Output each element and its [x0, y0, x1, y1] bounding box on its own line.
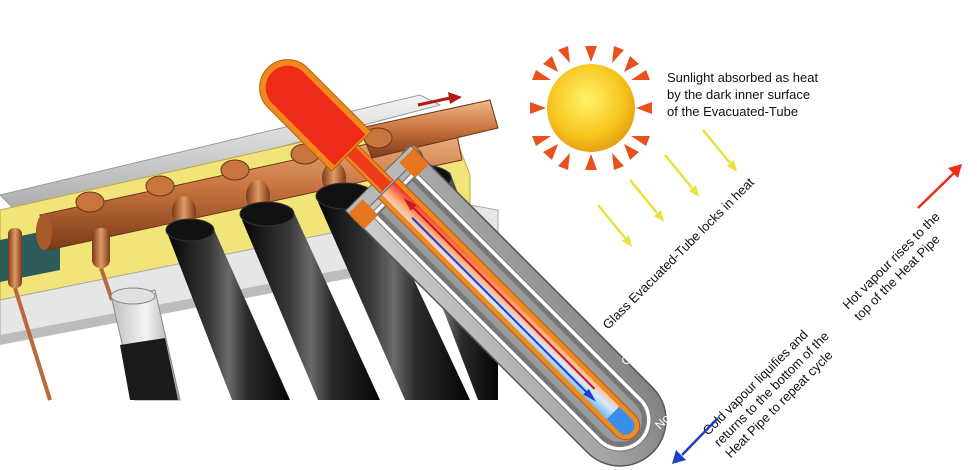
sunlight-arrows	[597, 129, 737, 247]
hot-flow-arrow	[917, 164, 962, 209]
label-cold-vapour: Cold vapour liquifies and returns to the…	[700, 315, 846, 461]
label-hot-vapour: Hot vapour rises to the top of the Heat …	[840, 206, 957, 323]
sunlight-caption: Sunlight absorbed as heat by the dark in…	[667, 70, 822, 119]
evacuated-tube-cross-section	[259, 59, 667, 467]
header-bulbs	[75, 127, 393, 213]
sun-icon	[530, 46, 652, 170]
cold-flow-arrow	[672, 417, 719, 464]
